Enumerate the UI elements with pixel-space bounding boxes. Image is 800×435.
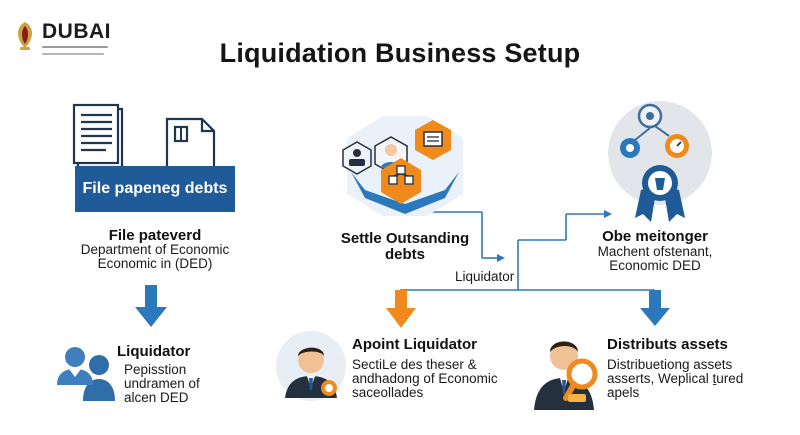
award-gears-icon (608, 101, 712, 222)
file-step-line2: Economic in (DED) (97, 256, 213, 271)
logo-arabic-line (42, 46, 108, 48)
branch-label: Liquidator (455, 269, 515, 284)
obtain-step-heading: Obe meitonger (602, 228, 708, 245)
down-arrow-right-icon (640, 290, 670, 326)
liquidator-people-icon (57, 347, 115, 401)
arrowhead-right (604, 210, 612, 218)
down-arrow-icon (135, 285, 167, 327)
distribute-step-line3: apels (607, 385, 640, 400)
appoint-step-heading: Apoint Liquidator (352, 336, 477, 353)
dubai-logo: DUBAI (12, 18, 112, 62)
down-arrow-orange-icon (386, 290, 416, 328)
file-step-ribbon: File papeneg debts (75, 166, 235, 212)
dubai-falcon-emblem-icon (18, 22, 32, 50)
obtain-step-line1: Machent ofstenant, (597, 244, 713, 259)
liquidator-step-line3: alcen DED (124, 390, 189, 405)
distribute-step-heading: Distributs assets (607, 336, 728, 353)
file-step-line1: Department of Economic (80, 242, 230, 257)
arrowhead-right-small (497, 254, 505, 262)
liquidator-step-line1: Pepisstion (124, 362, 187, 377)
distribute-step-line1: Distribuetiong assets (607, 357, 733, 372)
logo-subline (42, 53, 104, 55)
businessman-avatar-icon (276, 331, 346, 401)
distribute-step-line2: asserts, Weplical ṯured (607, 371, 744, 386)
settle-step-heading-line2: debts (384, 246, 425, 263)
appoint-step-line1: SectiLe des theser & (352, 357, 477, 372)
appoint-step-line3: saceollades (352, 385, 424, 400)
businessman-magnifier-icon (534, 341, 598, 410)
obtain-step-line2: Economic DED (609, 258, 701, 273)
page-title: Liquidation Business Setup (219, 38, 581, 68)
liquidator-step-heading: Liquidator (117, 343, 191, 360)
appoint-step-line2: andhadong of Economic (352, 371, 498, 386)
logo-wordmark: DUBAI (42, 20, 111, 43)
liquidator-step-line2: undramen of (124, 376, 200, 391)
hexagon-network-icon (342, 116, 463, 216)
file-step-heading: File pateverd (108, 227, 202, 244)
documents-icon (72, 103, 216, 171)
settle-step-heading: Settle Outsanding (340, 230, 470, 247)
